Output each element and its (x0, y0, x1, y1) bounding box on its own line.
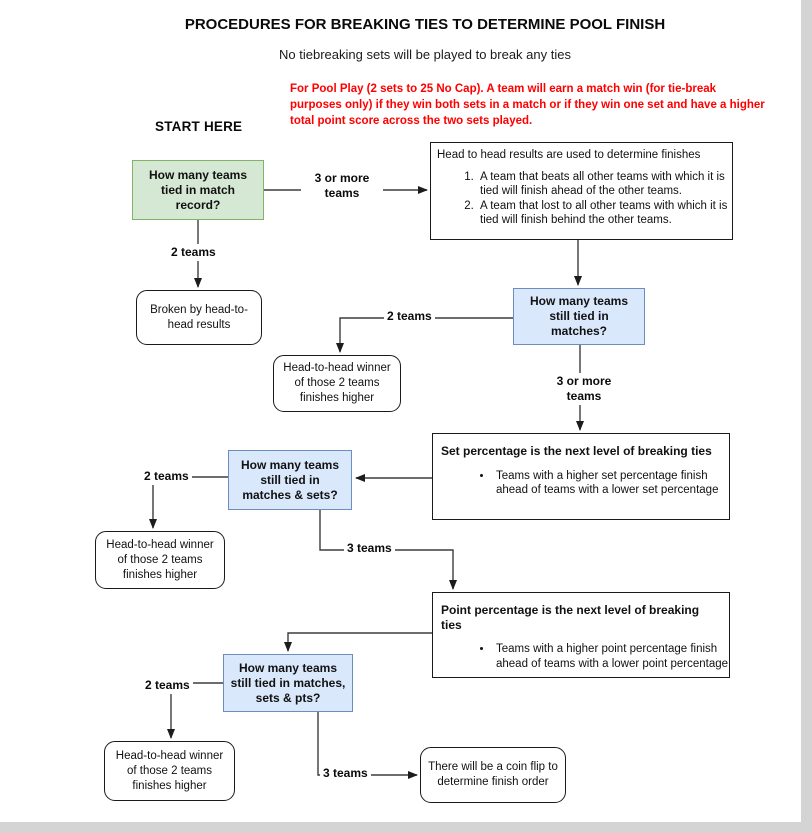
edge-label-2-teams-2: 2 teams (384, 308, 435, 325)
info-point-percentage-list: Teams with a higher point percentage fin… (433, 642, 729, 671)
list-item: Teams with a higher set percentage finis… (493, 469, 729, 498)
page-edge-right (801, 0, 812, 833)
decision-still-tied-matches-sets-pts: How many teams still tied in matches, se… (223, 654, 353, 712)
result-h2h-winner-1: Head-to-head winner of those 2 teams fin… (273, 355, 401, 412)
header: PROCEDURES FOR BREAKING TIES TO DETERMIN… (0, 0, 812, 62)
result-broken-by-h2h: Broken by head-to-head results (136, 290, 262, 345)
edge-label-3-or-more-teams-2: 3 or more teams (543, 373, 625, 405)
edge-label-2-teams-4: 2 teams (142, 677, 193, 694)
info-head-to-head: Head to head results are used to determi… (430, 142, 733, 240)
info-head-to-head-list: A team that beats all other teams with w… (431, 170, 732, 228)
edge-label-3-teams-1: 3 teams (344, 540, 395, 557)
edge-label-3-teams-2: 3 teams (320, 765, 371, 782)
page-edge-bottom (0, 822, 812, 833)
list-item: A team that lost to all other teams with… (477, 199, 732, 228)
edge-label-3-or-more-teams-1: 3 or more teams (301, 170, 383, 202)
edge-q4-to-coin (317, 712, 418, 779)
info-point-percentage: Point percentage is the next level of br… (432, 592, 730, 678)
page-title: PROCEDURES FOR BREAKING TIES TO DETERMIN… (184, 16, 666, 33)
start-here-label: START HERE (155, 119, 243, 134)
edge-q2-to-win1 (336, 317, 513, 353)
edge-pointpct-to-q4 (284, 632, 432, 652)
list-item: Teams with a higher point percentage fin… (493, 642, 729, 671)
info-head-to-head-heading: Head to head results are used to determi… (437, 149, 701, 161)
decision-still-tied-matches: How many teams still tied in matches? (513, 288, 645, 345)
info-set-percentage-heading: Set percentage is the next level of brea… (441, 444, 712, 458)
decision-still-tied-matches-sets: How many teams still tied in matches & s… (228, 450, 352, 510)
result-h2h-winner-2: Head-to-head winner of those 2 teams fin… (95, 531, 225, 589)
info-set-percentage-list: Teams with a higher set percentage finis… (433, 469, 729, 498)
pool-play-note: For Pool Play (2 sets to 25 No Cap). A t… (290, 83, 765, 127)
edge-label-2-teams-3: 2 teams (141, 468, 192, 485)
result-h2h-winner-3: Head-to-head winner of those 2 teams fin… (104, 741, 235, 801)
info-point-percentage-heading: Point percentage is the next level of br… (441, 603, 700, 632)
decision-match-record: How many teams tied in match record? (132, 160, 264, 220)
result-coin-flip: There will be a coin flip to determine f… (420, 747, 566, 803)
info-set-percentage: Set percentage is the next level of brea… (432, 433, 730, 520)
list-item: A team that beats all other teams with w… (477, 170, 732, 199)
page-subtitle: No tiebreaking sets will be played to br… (279, 47, 571, 62)
edge-label-2-teams-1: 2 teams (168, 244, 219, 261)
